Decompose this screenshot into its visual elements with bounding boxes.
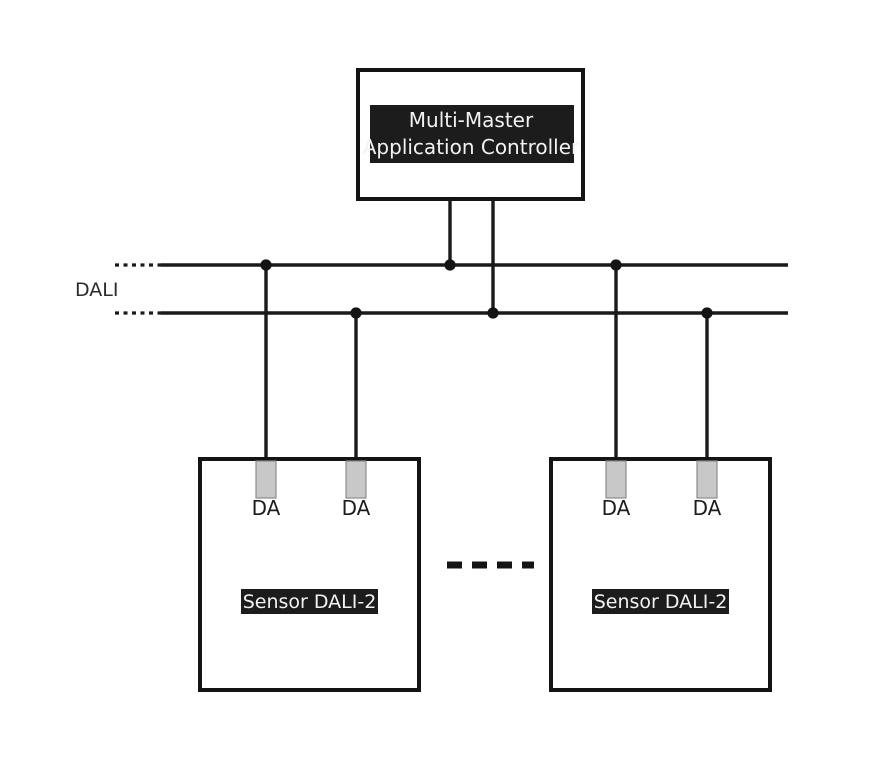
controller-label-band (370, 105, 574, 163)
sensor-left-box-outline (198, 457, 421, 692)
terminal-da-right-1 (605, 460, 627, 499)
terminal-da-right-1-label: DA (602, 496, 631, 520)
controller-title-line2: Application Controller (363, 135, 580, 159)
terminal-da-left-2 (345, 460, 367, 499)
sensor-right-box-outline (549, 457, 772, 692)
sensor-left-label-band (241, 589, 378, 614)
junction-dot-bottom-bus-controller (487, 307, 499, 319)
sensor-dali-2-right: DA DA Sensor DALI-2 (549, 457, 772, 692)
terminal-da-left-2-label: DA (342, 496, 371, 520)
terminal-da-left-1 (255, 460, 277, 499)
terminal-da-left-1-label: DA (252, 496, 281, 520)
sensor-right-label: Sensor DALI-2 (594, 591, 728, 613)
junction-dot-bottom-bus-sensor-left (350, 307, 362, 319)
sensor-right-label-band (592, 589, 729, 614)
junction-dot-top-bus-sensor-left (260, 259, 272, 271)
controller-title-line1: Multi-Master (409, 108, 534, 132)
terminal-da-right-2-label: DA (693, 496, 722, 520)
sensor-left-label: Sensor DALI-2 (243, 591, 377, 613)
dali-bus-label: DALI (75, 279, 118, 301)
multi-master-application-controller: Multi-Master Application Controller (356, 68, 585, 201)
terminal-da-right-2 (696, 460, 718, 499)
sensor-dali-2-left: DA DA Sensor DALI-2 (198, 457, 421, 692)
junction-dot-top-bus-sensor-right (610, 259, 622, 271)
junction-dot-top-bus-controller (444, 259, 456, 271)
junction-dot-bottom-bus-sensor-right (701, 307, 713, 319)
